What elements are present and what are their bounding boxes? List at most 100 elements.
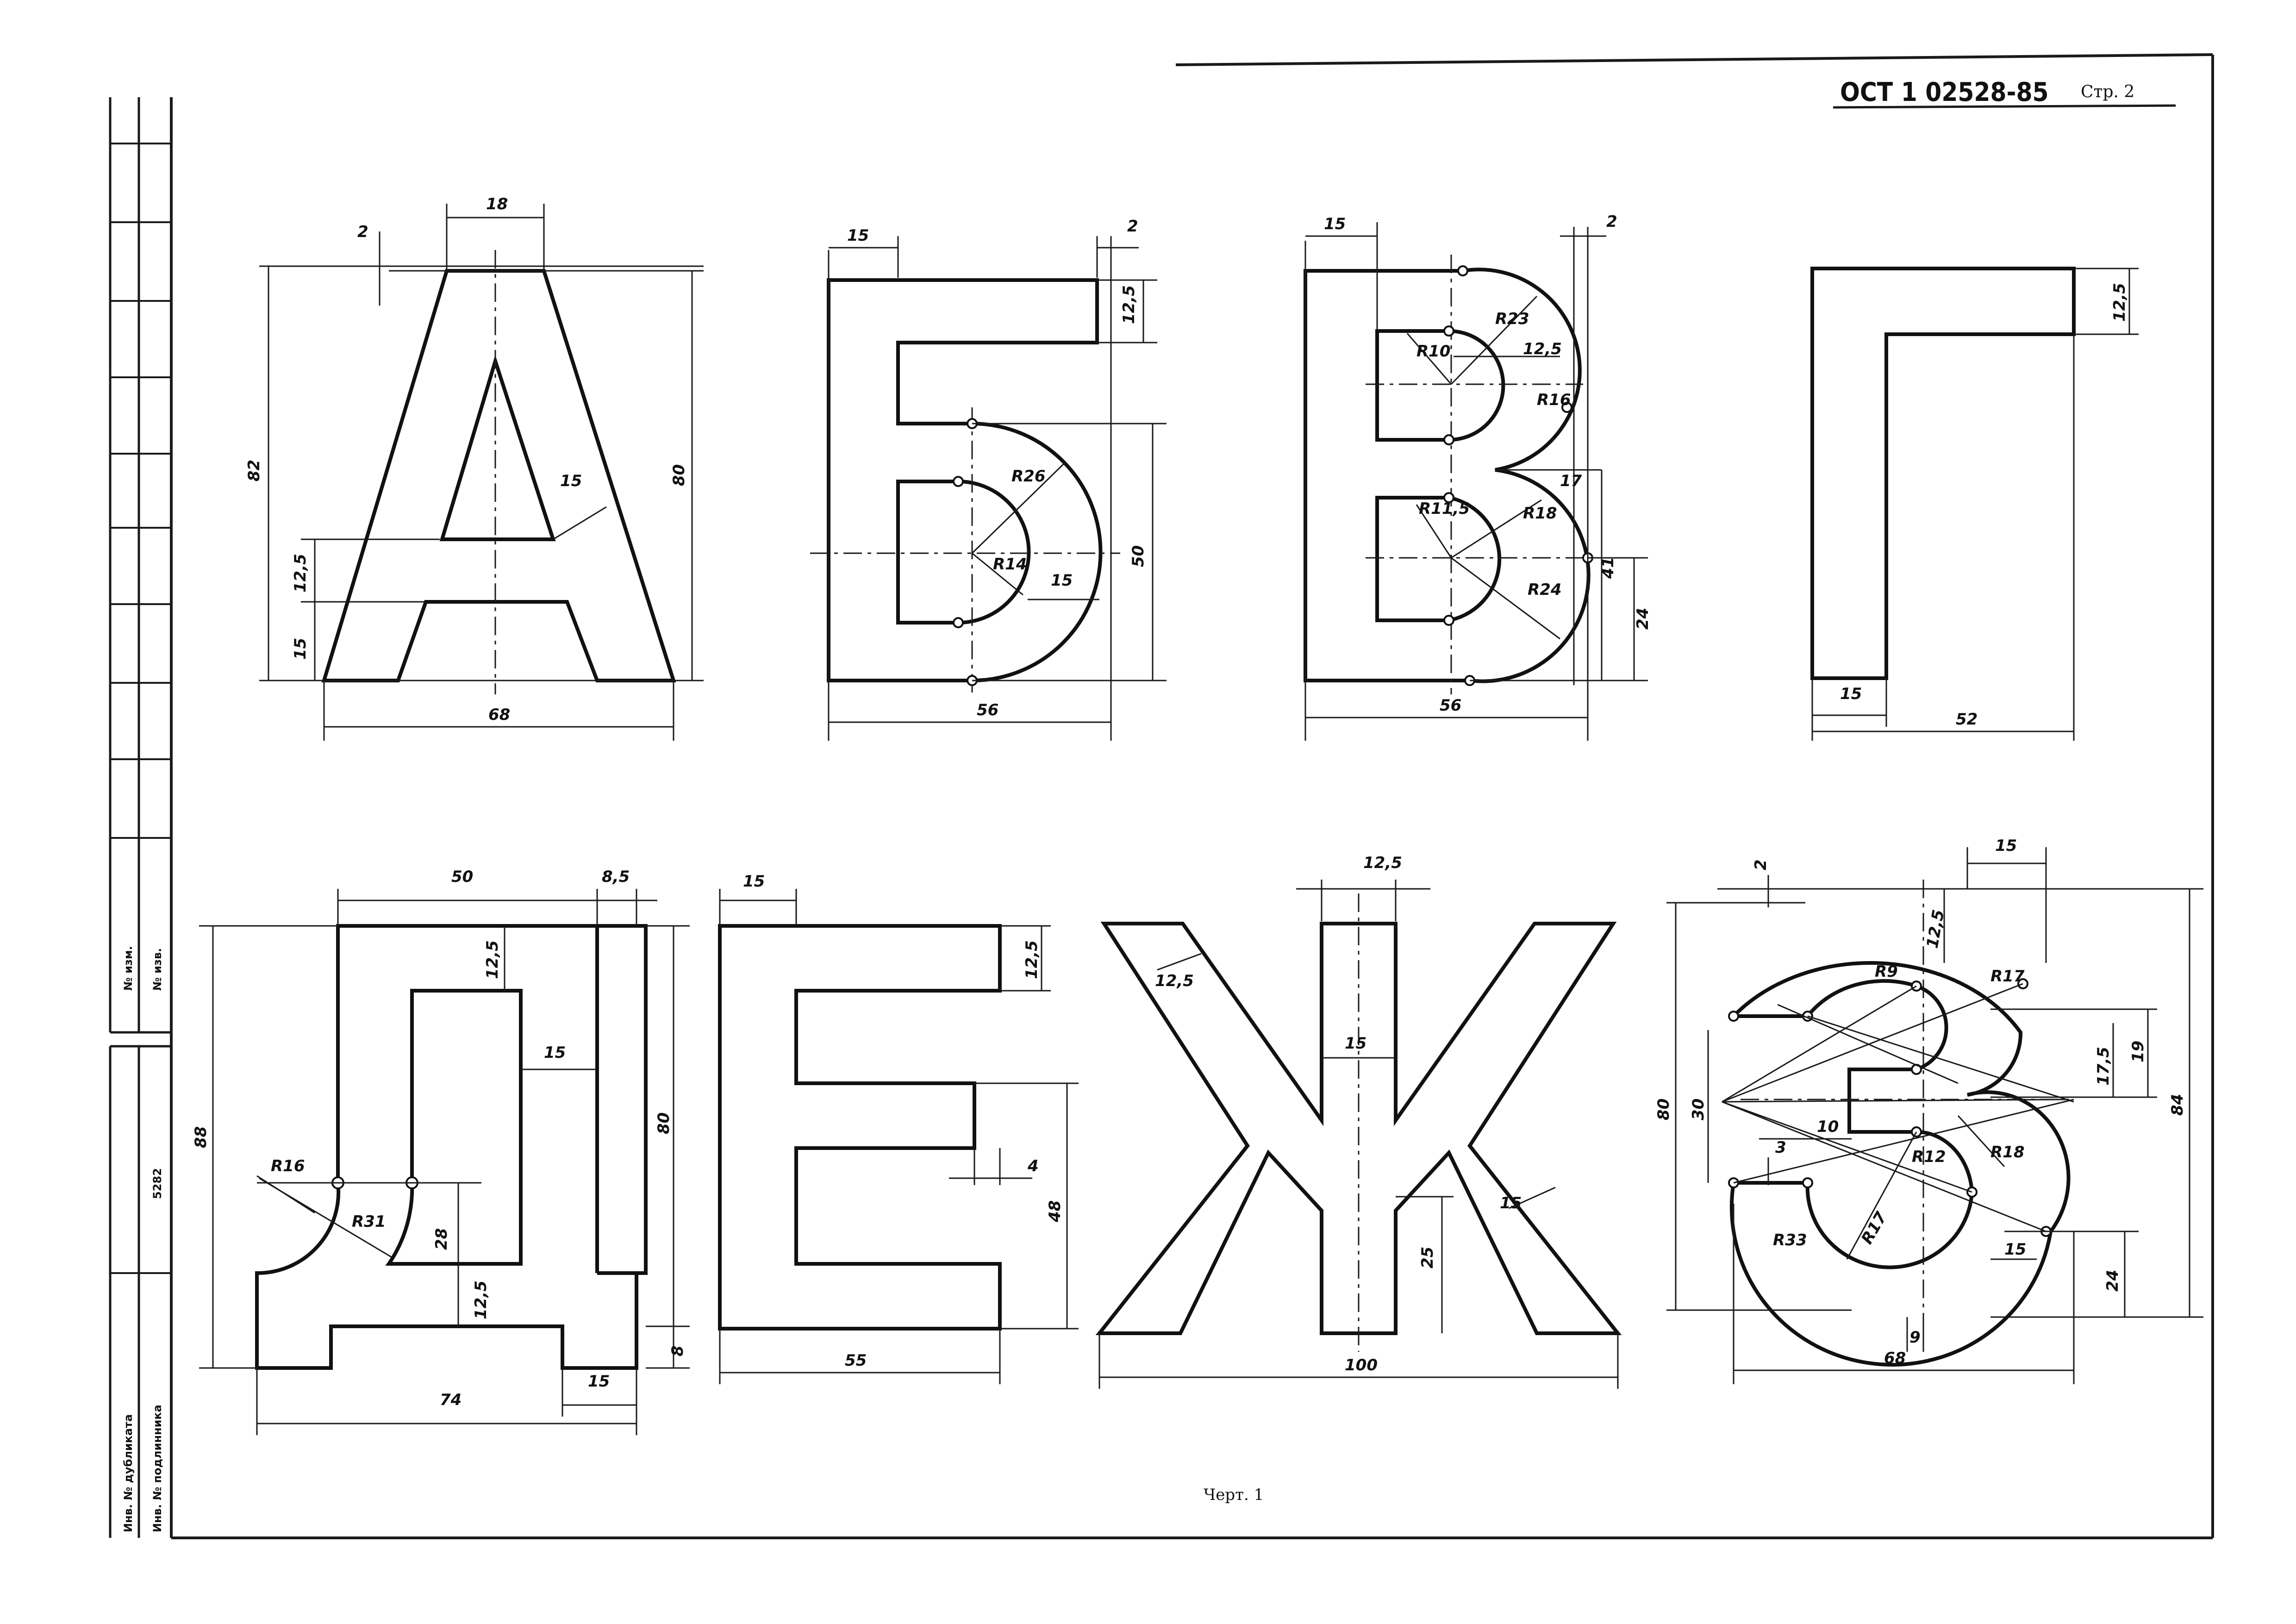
dim-a-2: 2: [357, 223, 368, 241]
dim-de-8: R31: [352, 1212, 386, 1231]
dim-de-10: 12,5: [472, 1280, 490, 1319]
dim-de-13: 15: [588, 1372, 610, 1391]
dim-ye-3: 4: [1027, 1157, 1039, 1175]
letter-ve-counter-bottom: [1375, 496, 1502, 622]
letter-ge-outline: [1810, 267, 2076, 680]
letter-de: 50 8,5 12,5 15 80 88 R16 R31 28 12,5 8 7…: [192, 868, 690, 1435]
dim-ze-14: R18: [1990, 1143, 2025, 1162]
letter-zhe: 12,5 12,5 15 15 25 100: [1095, 854, 1622, 1389]
dim-de-2: 8,5: [602, 868, 630, 886]
dim-ze-12: 3: [1775, 1138, 1786, 1157]
dim-zhe-5: 25: [1418, 1247, 1437, 1268]
dim-ze-10: 10: [1817, 1118, 1839, 1136]
dim-de-9: 28: [432, 1228, 451, 1250]
dim-a-4: 80: [670, 464, 688, 486]
dim-ze-15: R33: [1773, 1231, 1807, 1249]
letter-ge: 12,5 15 52: [1810, 267, 2139, 741]
dim-ve-4: R10: [1416, 342, 1451, 361]
dim-be-5: R14: [993, 555, 1027, 574]
dim-de-4: 15: [544, 1043, 566, 1062]
dim-ye-2: 12,5: [1023, 940, 1041, 979]
letter-ze: 15 2 12,5 R9 R17 17,5 19 80 30 10 84 3 R…: [1654, 837, 2203, 1384]
dim-ge-2: 15: [1840, 685, 1862, 703]
dim-zhe-2: 12,5: [1155, 972, 1194, 990]
dim-be-3: 12,5: [1120, 285, 1138, 324]
dim-be-4: R26: [1011, 467, 1046, 486]
dim-de-3: 12,5: [483, 940, 502, 979]
dim-zhe-1: 12,5: [1363, 854, 1402, 872]
dim-ye-1: 15: [743, 872, 765, 891]
letter-be: 15 2 12,5 R26 R14 15 50 56: [810, 217, 1167, 741]
figure-caption: Черт. 1: [1204, 1486, 1264, 1504]
dim-ge-1: 12,5: [2110, 283, 2129, 322]
dim-ze-7: 19: [2129, 1041, 2147, 1062]
dim-a-3: 82: [245, 460, 263, 481]
dim-be-7: 50: [1129, 545, 1148, 567]
dim-zhe-6: 100: [1345, 1356, 1378, 1374]
dim-ve-6: R16: [1537, 391, 1571, 409]
inv-dublikata-label: Инв. № дубликата: [122, 1414, 135, 1532]
izv-label: № изв.: [151, 948, 164, 991]
dim-de-11: 8: [668, 1345, 687, 1356]
dim-ze-4: R9: [1875, 962, 1898, 981]
dim-be-1: 15: [847, 226, 869, 245]
dim-ze-8: 80: [1654, 1099, 1673, 1120]
dim-be-2: 2: [1127, 217, 1138, 236]
dim-be-6: 15: [1051, 571, 1073, 590]
dim-de-7: R16: [271, 1157, 305, 1175]
letter-ze-outline: [1729, 961, 2071, 1367]
dim-ve-13: 56: [1440, 696, 1461, 715]
izm-label: № изм.: [122, 946, 135, 991]
letter-ye-outline: [718, 924, 1002, 1330]
dim-ze-19: 9: [1909, 1328, 1921, 1347]
dim-zhe-4: 15: [1500, 1194, 1522, 1212]
dim-de-1: 50: [451, 868, 473, 886]
dim-ze-1: 15: [1995, 837, 2017, 855]
sheet-frame: [170, 53, 2214, 1539]
letter-zhe-outline: [1095, 922, 1622, 1335]
dim-ye-4: 48: [1046, 1200, 1064, 1223]
dim-ze-2: 2: [1752, 859, 1770, 870]
dim-de-12: 74: [440, 1391, 462, 1409]
dim-ve-2: 2: [1606, 212, 1617, 231]
dim-ye-5: 55: [845, 1351, 867, 1370]
dim-ze-16: R17: [1858, 1209, 1891, 1248]
standard-number: ОСТ 1 02528-85: [1840, 77, 2049, 107]
dim-de-6: 88: [192, 1126, 210, 1148]
dim-de-5: 80: [655, 1112, 673, 1134]
dim-ze-6: 17,5: [2094, 1047, 2113, 1086]
dim-ve-11: 41: [1599, 557, 1617, 579]
letter-ve-counter-top: [1375, 329, 1505, 442]
dim-zhe-3: 15: [1345, 1034, 1366, 1053]
dim-ve-12: 24: [1634, 608, 1652, 630]
letter-ye: 15 12,5 4 48 55: [718, 872, 1079, 1384]
dim-ve-1: 15: [1324, 215, 1346, 233]
dim-a-6: 12,5: [291, 554, 310, 593]
letter-de-counter: [385, 989, 523, 1266]
dim-ve-10: R24: [1528, 581, 1562, 599]
dim-ve-8: R11,5: [1419, 500, 1470, 518]
dim-ve-5: 12,5: [1523, 340, 1562, 358]
letter-a-counter: [439, 355, 556, 541]
letter-be-outline: [827, 278, 1103, 682]
dim-ze-17: 15: [2004, 1240, 2026, 1259]
page-number: Стр. 2: [2081, 82, 2134, 101]
dim-ze-11: 84: [2168, 1094, 2187, 1116]
dim-ve-7: 17: [1560, 472, 1582, 490]
dim-ze-9: 30: [1689, 1099, 1708, 1120]
letter-be-counter: [896, 480, 1031, 625]
inv-podlinnika-label: Инв. № подлинника: [151, 1405, 164, 1532]
dim-ge-3: 52: [1956, 710, 1978, 729]
sheet-number: 5282: [151, 1168, 164, 1199]
dim-ve-9: R18: [1523, 504, 1557, 523]
dim-ze-13: R12: [1912, 1148, 1946, 1166]
dim-a-1: 18: [486, 195, 508, 213]
dim-ze-18: 24: [2103, 1270, 2122, 1292]
letter-ve: 15 2 R23 R10 12,5 R16 17 R11,5 R18 R24 4…: [1304, 212, 1652, 741]
letter-a: 18 2 82 80 15 12,5 15 68: [245, 195, 704, 741]
dim-ze-20: 68: [1884, 1349, 1906, 1368]
dim-a-8: 68: [488, 706, 510, 724]
dim-ve-3: R23: [1495, 310, 1529, 328]
dim-ze-5: R17: [1990, 967, 2025, 986]
